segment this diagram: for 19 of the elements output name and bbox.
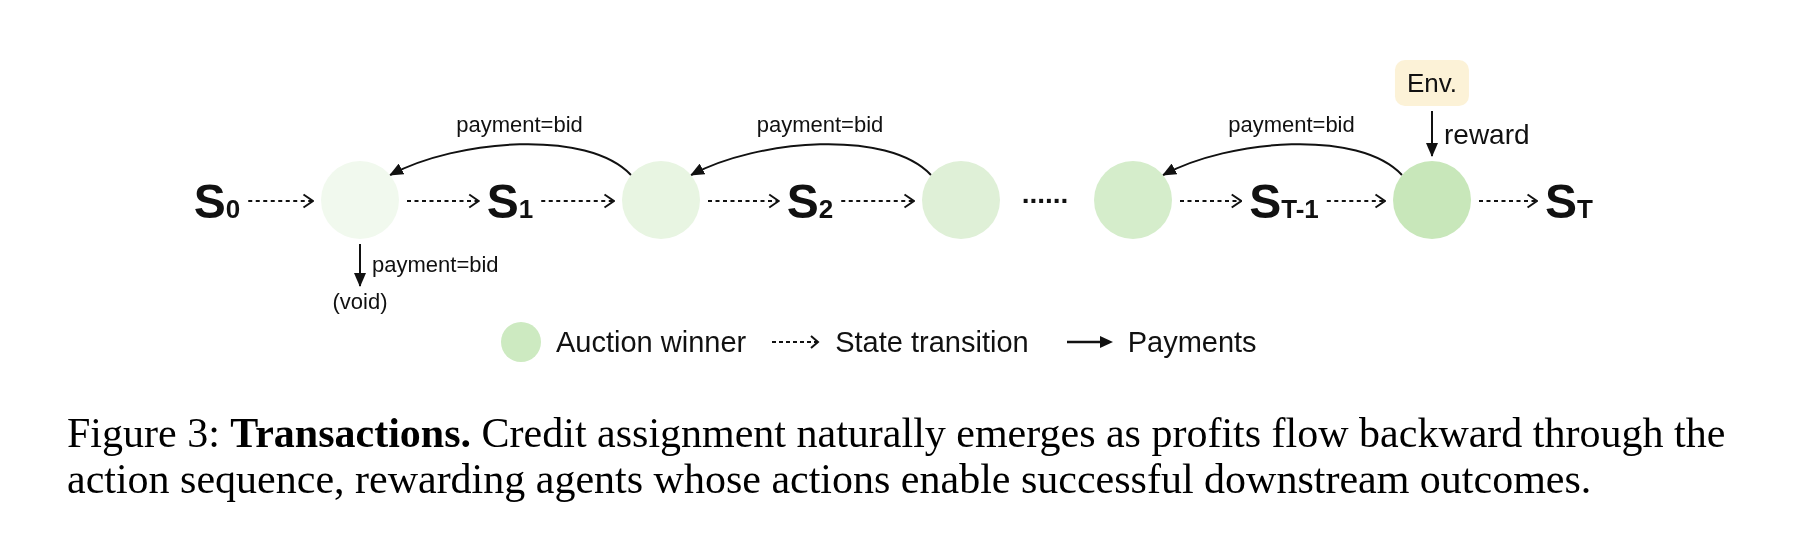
dashed-arrow xyxy=(247,193,314,209)
curved-arrow xyxy=(690,143,932,177)
curved-arrow xyxy=(389,143,632,177)
arrow xyxy=(354,243,366,287)
legend-label: Auction winner xyxy=(556,327,747,357)
legend-label: State transition xyxy=(835,327,1029,357)
environment-box: Env. xyxy=(1394,60,1470,106)
dashed-arrow xyxy=(707,193,780,209)
dashed-arrow xyxy=(540,193,615,209)
legend-label: Payments xyxy=(1127,327,1257,357)
dashed-arrow xyxy=(406,193,480,209)
ellipsis-text: ...... xyxy=(1021,180,1069,208)
dashed-arrow xyxy=(1179,193,1243,209)
dashed-arrow xyxy=(840,193,915,209)
dashed-arrow xyxy=(1478,193,1539,209)
text-label: (void) xyxy=(332,291,388,313)
dashed-arrow xyxy=(1325,193,1386,209)
figure-caption: Figure 3: Transactions. Credit assignment naturally emerges as profits flow backward through the action sequence, rewarding agents whose actions enable successful downstream outcomes. xyxy=(67,410,1727,502)
arrow xyxy=(1426,110,1438,157)
